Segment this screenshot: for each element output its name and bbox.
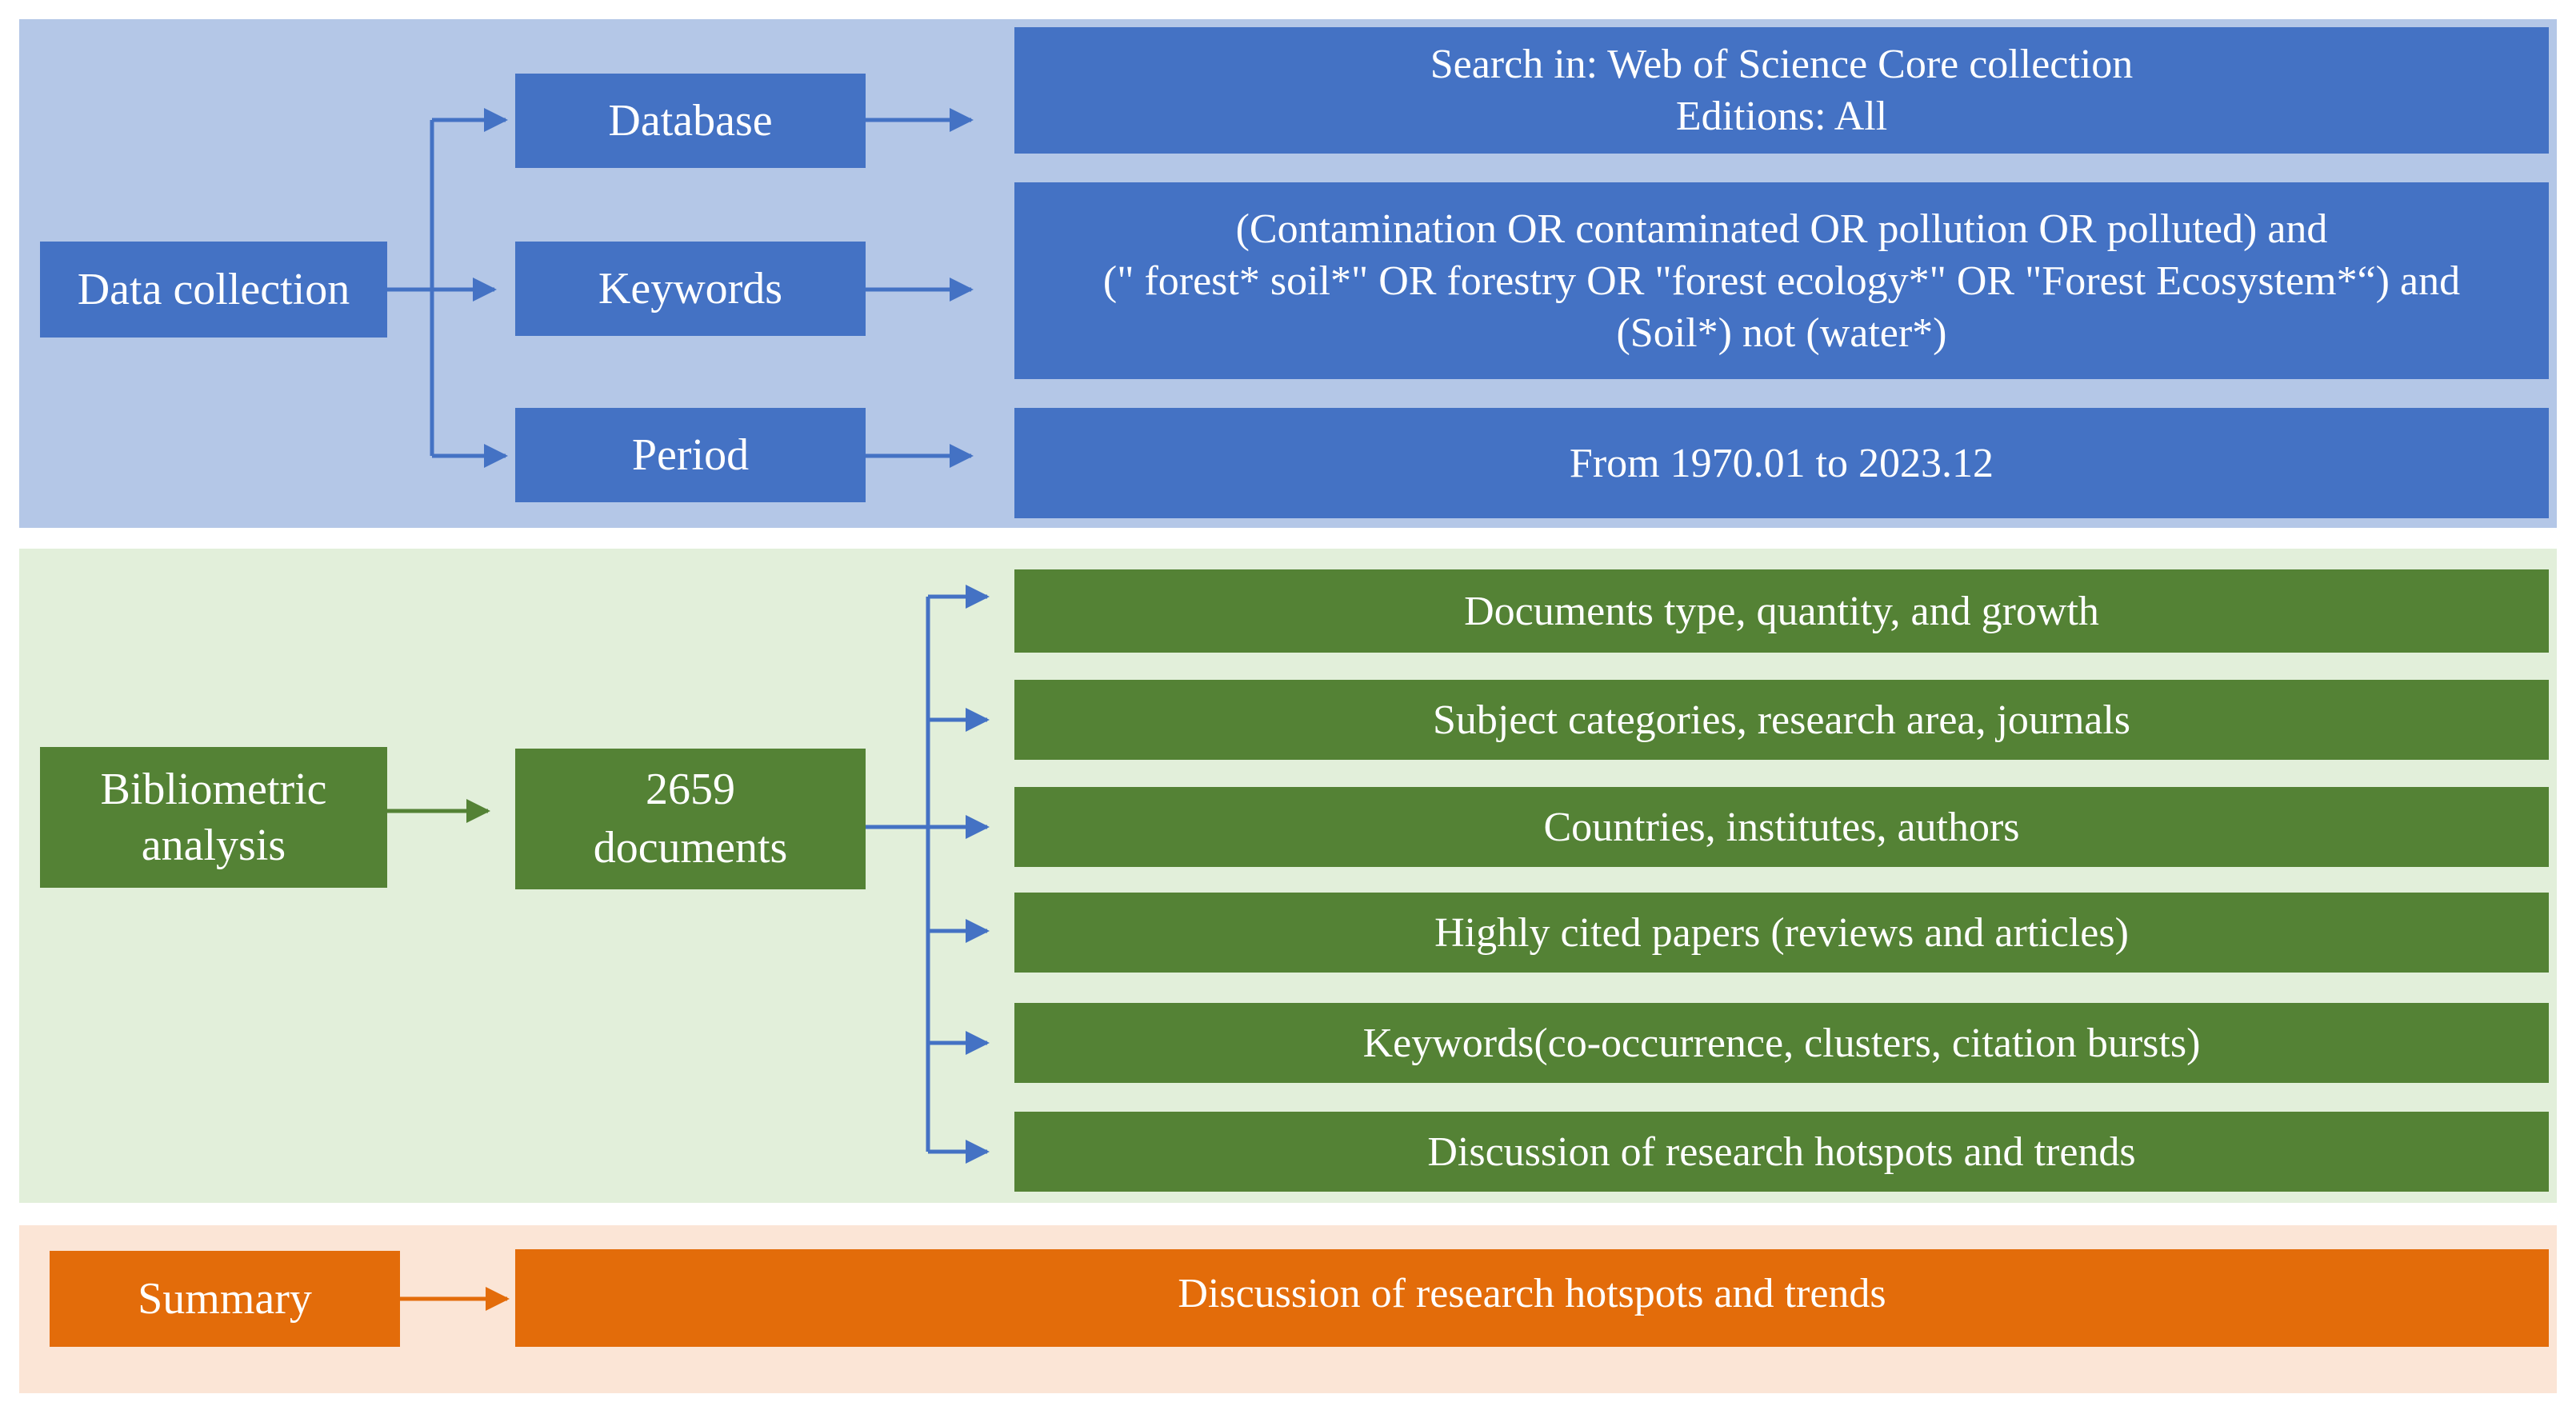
- bibliometric-label-line: Bibliometric: [100, 765, 327, 814]
- data-collection-box: Data collection: [40, 242, 387, 338]
- database-detail-line: Editions: All: [1675, 94, 1888, 139]
- keywords-box: Keywords: [515, 242, 866, 336]
- summary-box: Summary: [50, 1251, 400, 1347]
- bibliometric-label-line: analysis: [141, 821, 286, 870]
- keywords-detail-box: (Contamination OR contaminated OR pollut…: [1014, 182, 2549, 379]
- analysis-item-countries: Countries, institutes, authors: [1014, 787, 2549, 867]
- database-detail-line: Search in: Web of Science Core collectio…: [1430, 42, 2134, 87]
- documents-count-line: 2659: [646, 765, 735, 815]
- keywords-detail-line: (" forest* soil*" OR forestry OR "forest…: [1102, 258, 2461, 304]
- documents-count-box: 2659 documents: [515, 749, 866, 889]
- analysis-item-keywords: Keywords(co-occurrence, clusters, citati…: [1014, 1003, 2549, 1083]
- analysis-item-subjects: Subject categories, research area, journ…: [1014, 680, 2549, 760]
- database-box: Database: [515, 74, 866, 168]
- analysis-item-cited-papers: Highly cited papers (reviews and article…: [1014, 893, 2549, 973]
- keywords-detail-line: (Soil*) not (water*): [1616, 310, 1947, 356]
- documents-count-line: documents: [593, 823, 788, 873]
- bibliometric-panel: [19, 549, 2557, 1203]
- summary-detail-box: Discussion of research hotspots and tren…: [515, 1249, 2549, 1347]
- analysis-item-doc-type: Documents type, quantity, and growth: [1014, 569, 2549, 653]
- analysis-item-hotspots: Discussion of research hotspots and tren…: [1014, 1112, 2549, 1192]
- bibliometric-analysis-box: Bibliometric analysis: [40, 747, 387, 888]
- keywords-detail-line: (Contamination OR contaminated OR pollut…: [1235, 206, 2328, 252]
- period-detail-box: From 1970.01 to 2023.12: [1014, 408, 2549, 518]
- period-box: Period: [515, 408, 866, 502]
- database-detail-box: Search in: Web of Science Core collectio…: [1014, 27, 2549, 154]
